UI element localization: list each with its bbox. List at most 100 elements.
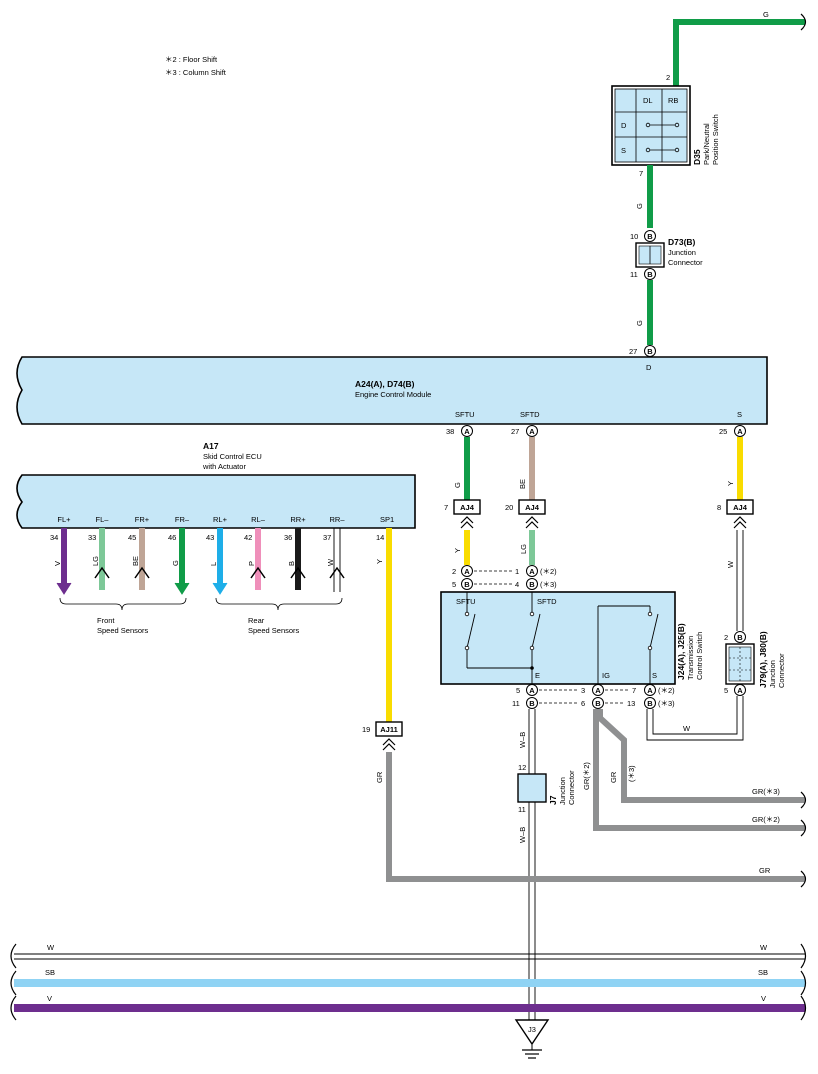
d35-id: D35 <box>692 149 702 165</box>
tcs-out-e1-letter: A <box>529 686 535 695</box>
wire-label-wb-2: W–B <box>518 827 527 843</box>
a17-pin-num-5: 42 <box>244 533 252 542</box>
a17-pin-label-4: RL+ <box>213 515 228 524</box>
j79-junction: B 2 A 5 J79(A), J80(B) Junction Connecto… <box>724 631 786 696</box>
d73-id: D73(B) <box>668 237 696 247</box>
j79-name-2: Connector <box>777 653 786 688</box>
a17-arrow-1 <box>94 566 110 579</box>
tcs-label-ig: IG <box>602 671 610 680</box>
aj4-label-3: AJ4 <box>733 503 748 512</box>
d35-switch: DL RB D S 2 7 D35 Park/Neutral Position … <box>611 73 720 178</box>
tcs-id: J24(A), J25(B) <box>676 623 686 680</box>
a17-pin-num-0: 34 <box>50 533 58 542</box>
ground-j3: J3 <box>514 1019 550 1059</box>
front-sensors-label-2: Speed Sensors <box>97 626 149 635</box>
tcs-in-2-to: 4 <box>515 580 519 589</box>
d73-letter-bottom: B <box>647 270 653 279</box>
a17-arrow-7 <box>329 566 345 579</box>
a17-arrow-4 <box>212 582 228 595</box>
a17-box: A17 Skid Control ECU with Actuator SP1 1… <box>16 441 416 542</box>
d35-pin-bottom: 7 <box>639 169 643 178</box>
ecm-pin-sftu-letter: A <box>464 427 470 436</box>
tcs-out-e2-letter: B <box>529 699 535 708</box>
wire-g-d35-d73: G <box>635 165 653 228</box>
ground-label: J3 <box>528 1025 536 1034</box>
ecm-pin-sftd-num: 27 <box>511 427 519 436</box>
a17-arrow-2 <box>134 566 150 579</box>
ecm-id: A24(A), D74(B) <box>355 379 415 389</box>
ecm-pin-d-num: 27 <box>629 347 637 356</box>
wire-wb-ground: W–B W–B 12 11 J7 Junction Connector <box>517 709 576 1020</box>
ecm-pin-s-num: 25 <box>719 427 727 436</box>
a17-pin-label-3: FR– <box>175 515 190 524</box>
a17-pin-label-7: RR– <box>329 515 345 524</box>
wire-label-y-s: Y <box>726 481 735 486</box>
d35-row-s: S <box>621 146 626 155</box>
d35-pin-top: 2 <box>666 73 670 82</box>
ecm-pin-d-letter: B <box>647 347 653 356</box>
tcs-out-s2-num: 13 <box>627 699 635 708</box>
aj4-label-1: AJ4 <box>460 503 475 512</box>
a17-pin-label-6: RR+ <box>290 515 306 524</box>
wire-label-y-sp1: Y <box>375 559 384 564</box>
wire-label-gr-sp1: GR <box>375 771 384 783</box>
a17-pin-num-4: 43 <box>206 533 214 542</box>
tcs-out-ig1-num: 3 <box>581 686 585 695</box>
bus-w-left: W <box>47 943 55 952</box>
note-column-shift: ＊3 : Column Shift <box>165 68 227 77</box>
a17-pin-num-6: 36 <box>284 533 292 542</box>
aj4-label-2: AJ4 <box>525 503 540 512</box>
aj11-label: AJ11 <box>380 725 398 734</box>
a17-pin-label-5: RL– <box>251 515 266 524</box>
rear-sensors-label-2: Speed Sensors <box>248 626 300 635</box>
tcs-label-sftd: SFTD <box>537 597 557 606</box>
d73-letter-top: B <box>647 232 653 241</box>
a17-pin-label-1: FL– <box>96 515 110 524</box>
a17-name-2: with Actuator <box>202 462 246 471</box>
a17-pin-num-2: 45 <box>128 533 136 542</box>
j79-pin-bottom: 5 <box>724 686 728 695</box>
tcs-out-ig1-letter: A <box>595 686 601 695</box>
aj11-num: 19 <box>362 725 370 734</box>
wire-g-d73-ecm: G B 27 <box>629 280 656 357</box>
a17-pin-num-7: 37 <box>323 533 331 542</box>
a17-name-1: Skid Control ECU <box>203 452 262 461</box>
a17-sp1-num: 14 <box>376 533 384 542</box>
wire-label-w-j79: W <box>726 560 735 568</box>
wire-label-gr3-v: (＊3) <box>627 765 636 782</box>
a17-pin-num-1: 33 <box>88 533 96 542</box>
ecm-pin-s-letter: A <box>737 427 743 436</box>
tcs-label-e: E <box>535 671 540 680</box>
wires-aj4-tcs: Y LG W <box>453 530 744 631</box>
j79-id: J79(A), J80(B) <box>758 631 768 688</box>
d35-name-2: Position Switch <box>711 114 720 165</box>
d73-name-1: Junction <box>668 248 696 257</box>
tcs-in-2-letter: B <box>464 580 470 589</box>
bus-v-right: V <box>761 994 766 1003</box>
wire-label-lg-tcs: LG <box>519 544 528 554</box>
d73-junction: B 10 B 11 D73(B) Junction Connector <box>630 230 703 280</box>
note-floor-shift: ＊2 : Floor Shift <box>165 55 218 64</box>
d73-pin-bottom: 11 <box>630 270 638 279</box>
a17-arrow-6 <box>290 566 306 579</box>
d35-name-1: Park/Neutral <box>702 123 711 165</box>
tcs-out-s1-letter: A <box>647 686 653 695</box>
ecm-name: Engine Control Module <box>355 390 431 399</box>
a17-arrow-3 <box>174 582 190 595</box>
aj4-num-2: 20 <box>505 503 513 512</box>
a17-pin-label-2: FR+ <box>135 515 150 524</box>
tcs-out-s1-num: 7 <box>632 686 636 695</box>
d73-name-2: Connector <box>668 258 703 267</box>
tcs-in-2-letter-b: B <box>529 580 535 589</box>
tcs-name-2: Control Switch <box>695 632 704 680</box>
bus-v-left: V <box>47 994 52 1003</box>
a17-wire-label-3: G <box>171 560 180 566</box>
wire-label-be-sftd: BE <box>518 479 527 489</box>
tcs-box: SFTU SFTD E IG S J24(A), J25(B) Transmis… <box>440 591 704 685</box>
wire-sp1: Y AJ11 19 GR GR <box>362 528 807 888</box>
wire-label-g-sftu: G <box>453 482 462 488</box>
ecm-box: D A24(A), D74(B) Engine Control Module S… <box>16 356 768 425</box>
a17-wire-label-2: BE <box>131 556 140 566</box>
bus-sb-left: SB <box>45 968 55 977</box>
